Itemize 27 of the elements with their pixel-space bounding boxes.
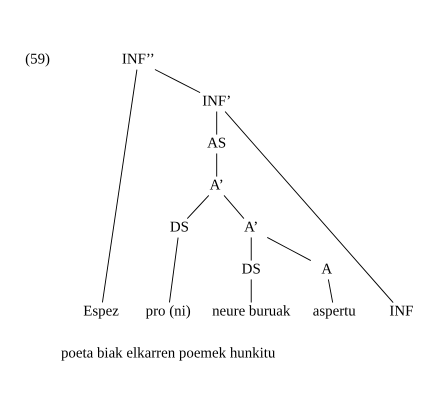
node-text: pro (ni)	[146, 303, 191, 319]
label: (59)	[25, 51, 50, 68]
connector	[154, 68, 201, 93]
node-text: aspertu	[312, 303, 356, 319]
node-text: Espez	[83, 303, 119, 319]
connector	[224, 194, 244, 219]
connector	[224, 110, 394, 303]
node-text: INF’’	[122, 51, 155, 68]
connector	[216, 152, 218, 177]
connector	[102, 68, 138, 302]
node-text: DS	[170, 219, 189, 236]
node-text: neure buruak	[212, 303, 290, 319]
connector	[328, 278, 334, 302]
connector	[216, 110, 218, 135]
connector	[266, 236, 312, 260]
connector	[250, 236, 252, 260]
node-text: INF’	[202, 93, 232, 110]
node-text: INF	[389, 303, 414, 319]
node-text: A’	[244, 219, 258, 236]
node-text: A	[321, 261, 332, 278]
node-text: DS	[242, 261, 261, 278]
connector	[168, 236, 179, 302]
connector	[250, 278, 252, 302]
connector	[186, 194, 210, 219]
label: poeta biak elkarren poemek hunkitu	[60, 344, 276, 361]
node-text: AS	[207, 135, 226, 152]
node-text: A’	[210, 177, 224, 194]
